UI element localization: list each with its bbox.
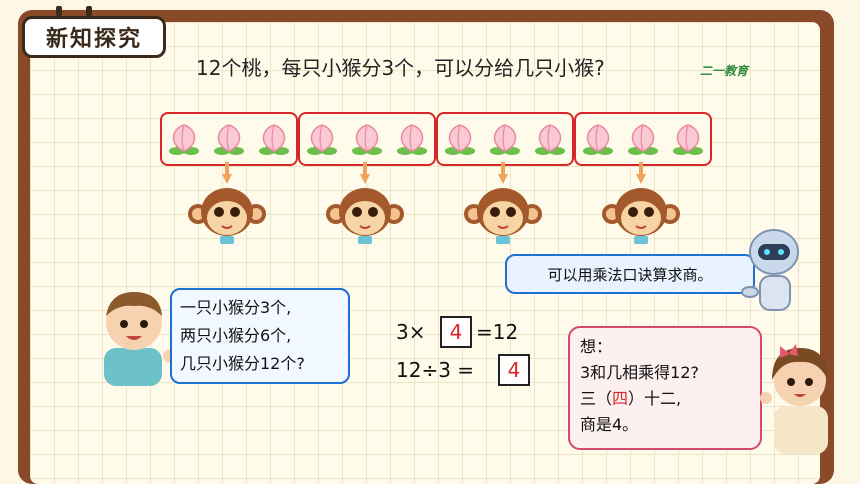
peach-icon [165, 121, 203, 157]
peach-group [160, 112, 298, 166]
peach-group [574, 112, 712, 166]
equation-divide-answer: 4 [498, 354, 530, 386]
peach-icon [669, 121, 707, 157]
section-tag: 新知探究 [22, 16, 166, 58]
boy-character-icon [104, 292, 177, 386]
robot-speech-bubble: 可以用乘法口诀算求商。 [505, 254, 755, 294]
peach-group [298, 112, 436, 166]
publisher-logo: 二一教育 [700, 64, 749, 78]
monkey-icon [602, 184, 680, 246]
girl-character-icon [760, 344, 828, 454]
equation-multiply-right: =12 [476, 320, 519, 344]
peach-icon [441, 121, 479, 157]
question-title: 12个桃，每只小猴分3个，可以分给几只小猴? [196, 56, 605, 80]
tag-clip-decoration [56, 6, 92, 16]
down-arrow-icon [360, 162, 370, 184]
boy-speech-line: 两只小猴分6个, [180, 326, 292, 345]
boy-speech-bubble: 一只小猴分3个, 两只小猴分6个, 几只小猴分12个? [170, 288, 350, 384]
girl-speech-line: 3和几相乘得12? [580, 363, 700, 382]
girl-speech-line: 三（四）十二, [580, 389, 682, 408]
peach-icon [531, 121, 569, 157]
peach-icon [393, 121, 431, 157]
down-arrow-icon [222, 162, 232, 184]
girl-speech-bubble: 想： 3和几相乘得12? 三（四）十二, 商是4。 [568, 326, 762, 450]
girl-speech-line: 商是4。 [580, 415, 639, 434]
down-arrow-icon [636, 162, 646, 184]
peach-icon [579, 121, 617, 157]
peach-icon [210, 121, 248, 157]
peach-icon [624, 121, 662, 157]
highlight-digit: 四 [612, 389, 629, 408]
girl-speech-line: 想： [580, 337, 613, 356]
peach-icon [348, 121, 386, 157]
monkey-icon [464, 184, 542, 246]
boy-speech-line: 几只小猴分12个? [180, 354, 305, 373]
peach-icon [486, 121, 524, 157]
peach-group [436, 112, 574, 166]
monkey-icon [188, 184, 266, 246]
peach-icon [255, 121, 293, 157]
equation-multiply-left: 3× [396, 320, 426, 344]
equation-divide-left: 12÷3 = [396, 358, 475, 382]
equation-multiply-answer: 4 [440, 316, 472, 348]
peach-icon [303, 121, 341, 157]
monkey-icon [326, 184, 404, 246]
down-arrow-icon [498, 162, 508, 184]
robot-icon [741, 229, 799, 311]
boy-speech-line: 一只小猴分3个, [180, 298, 292, 317]
